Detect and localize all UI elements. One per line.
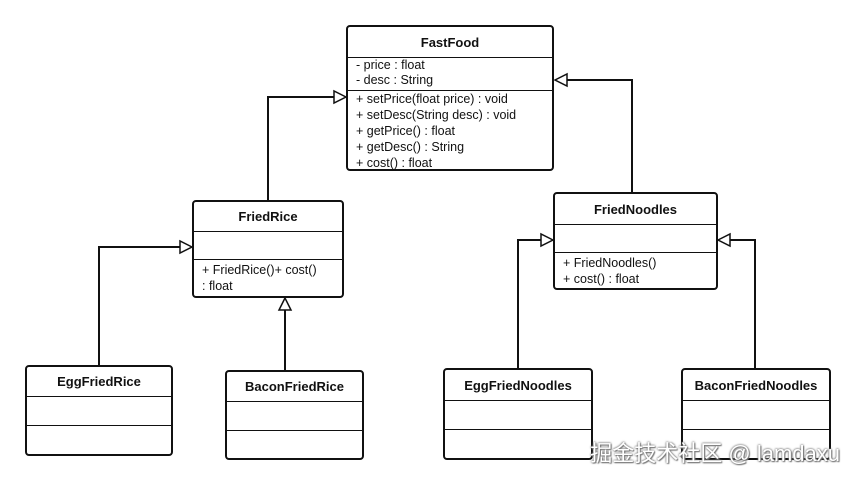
class-name: EggFriedNoodles [445,370,591,401]
attribute: - desc : String [356,73,434,87]
methods-compartment [27,426,171,428]
class-box-baconfriednoodles: BaconFriedNoodles [681,368,831,460]
generalization-arrowhead [333,89,348,105]
edge-eggfriedrice-to-friedrice [98,246,180,365]
class-name: FastFood [348,27,552,58]
watermark: 掘金技术社区 @ lamdaxu [590,441,840,466]
method: + getDesc() : String [356,140,465,154]
method: : float [202,279,233,293]
class-name: BaconFriedRice [227,372,362,402]
method: + cost() : float [563,272,640,286]
methods-compartment [683,430,829,432]
class-box-fastfood: FastFood - price : float - desc : String… [346,25,554,171]
methods-compartment: + FriedNoodles() + cost() : float [555,253,716,287]
attributes-compartment [227,402,362,431]
class-box-baconfriedrice: BaconFriedRice [225,370,364,460]
edge-baconfriednoodles-to-friednoodles [730,239,756,368]
class-name: EggFriedRice [27,367,171,397]
class-name: FriedRice [194,202,342,232]
method: + FriedRice()+ cost() [202,263,317,277]
attributes-compartment [683,401,829,430]
attributes-compartment [27,397,171,426]
attributes-compartment [194,232,342,260]
class-name: FriedNoodles [555,194,716,225]
methods-compartment [445,430,591,432]
class-box-eggfriedrice: EggFriedRice [25,365,173,456]
method: + cost() : float [356,156,433,170]
attribute: - price : float [356,58,425,72]
methods-compartment: + FriedRice()+ cost() : float [194,260,342,294]
class-name: BaconFriedNoodles [683,370,829,401]
attributes-compartment [555,225,716,253]
generalization-arrowhead [716,232,731,248]
generalization-arrowhead [553,72,568,88]
edge-eggfriednoodles-to-friednoodles [517,239,541,368]
methods-compartment [227,431,362,433]
method: + setDesc(String desc) : void [356,108,517,122]
edge-friednoodles-to-fastfood [567,79,633,192]
method: + FriedNoodles() [563,256,657,270]
methods-compartment: + setPrice(float price) : void + setDesc… [348,91,552,171]
generalization-arrowhead [540,232,555,248]
attributes-compartment [445,401,591,430]
class-box-friednoodles: FriedNoodles + FriedNoodles() + cost() :… [553,192,718,290]
method: + getPrice() : float [356,124,455,138]
attributes-compartment: - price : float - desc : String [348,58,552,91]
edge-friedrice-to-fastfood [267,96,334,200]
class-box-friedrice: FriedRice + FriedRice()+ cost() : float [192,200,344,298]
generalization-arrowhead [179,239,194,255]
class-box-eggfriednoodles: EggFriedNoodles [443,368,593,460]
generalization-arrowhead [277,296,293,311]
method: + setPrice(float price) : void [356,92,508,106]
